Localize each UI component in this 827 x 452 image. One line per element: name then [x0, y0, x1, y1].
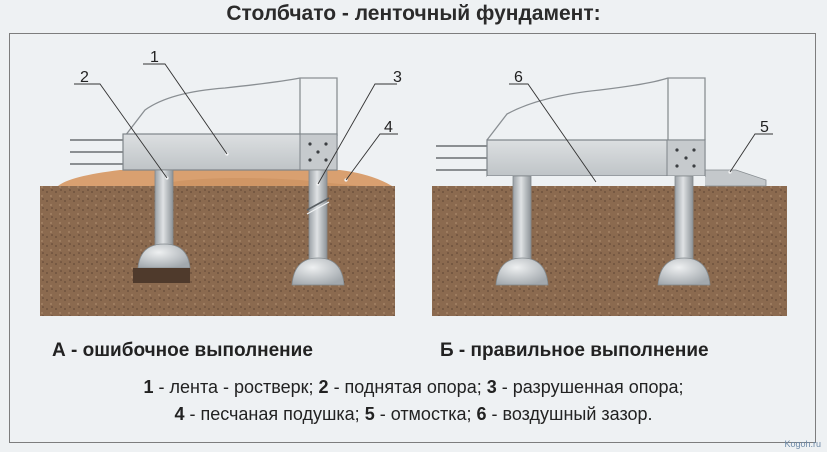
page-title: Столбчато - ленточный фундамент:	[226, 2, 601, 25]
legend-text-3: - разрушенная опора;	[496, 377, 684, 397]
legend-num-1: 1	[143, 377, 154, 397]
caption-b: Б - правильное выполнение	[440, 340, 709, 361]
callout-4: 4	[384, 119, 393, 136]
blind-area	[703, 169, 767, 187]
wall-outline-b	[486, 77, 706, 141]
watermark: Kogoh.ru	[784, 439, 821, 449]
rebar-b	[436, 145, 487, 171]
callout-6: 6	[514, 69, 523, 86]
legend-text-1: - лента - ростверк;	[153, 377, 319, 397]
legend-num-5: 5	[364, 404, 375, 424]
pier-right-b	[657, 175, 711, 286]
legend-num-3: 3	[486, 377, 497, 397]
callout-2: 2	[80, 69, 89, 86]
soil-block-b	[432, 186, 787, 316]
pier-left-b	[495, 175, 549, 286]
legend-text-4: - песчаная подушка;	[184, 404, 365, 424]
callout-1: 1	[150, 49, 159, 66]
legend-num-2: 2	[318, 377, 329, 397]
rebar-a	[70, 139, 125, 165]
legend-line-1: 1 - лента - ростверк; 2 - поднятая опора…	[0, 374, 827, 400]
callout-3: 3	[393, 69, 402, 86]
diagram-b: 6 5	[432, 69, 787, 316]
legend-line-2: 4 - песчаная подушка; 5 - отмостка; 6 - …	[0, 401, 827, 427]
caption-a: А - ошибочное выполнение	[52, 340, 313, 361]
legend-text-5: - отмостка;	[374, 404, 477, 424]
broken-pier	[291, 169, 345, 286]
wall-outline-a	[124, 77, 338, 137]
diagram-frame	[9, 33, 816, 443]
legend-num-6: 6	[476, 404, 487, 424]
legend-text-6: - воздушный зазор.	[486, 404, 653, 424]
lifted-pier	[133, 169, 191, 283]
legend-text-2: - поднятая опора;	[328, 377, 487, 397]
callout-5: 5	[760, 119, 769, 136]
soil-block-a	[40, 186, 395, 316]
diagram-a: 1 2 3 4	[40, 49, 402, 316]
legend-num-4: 4	[174, 404, 185, 424]
